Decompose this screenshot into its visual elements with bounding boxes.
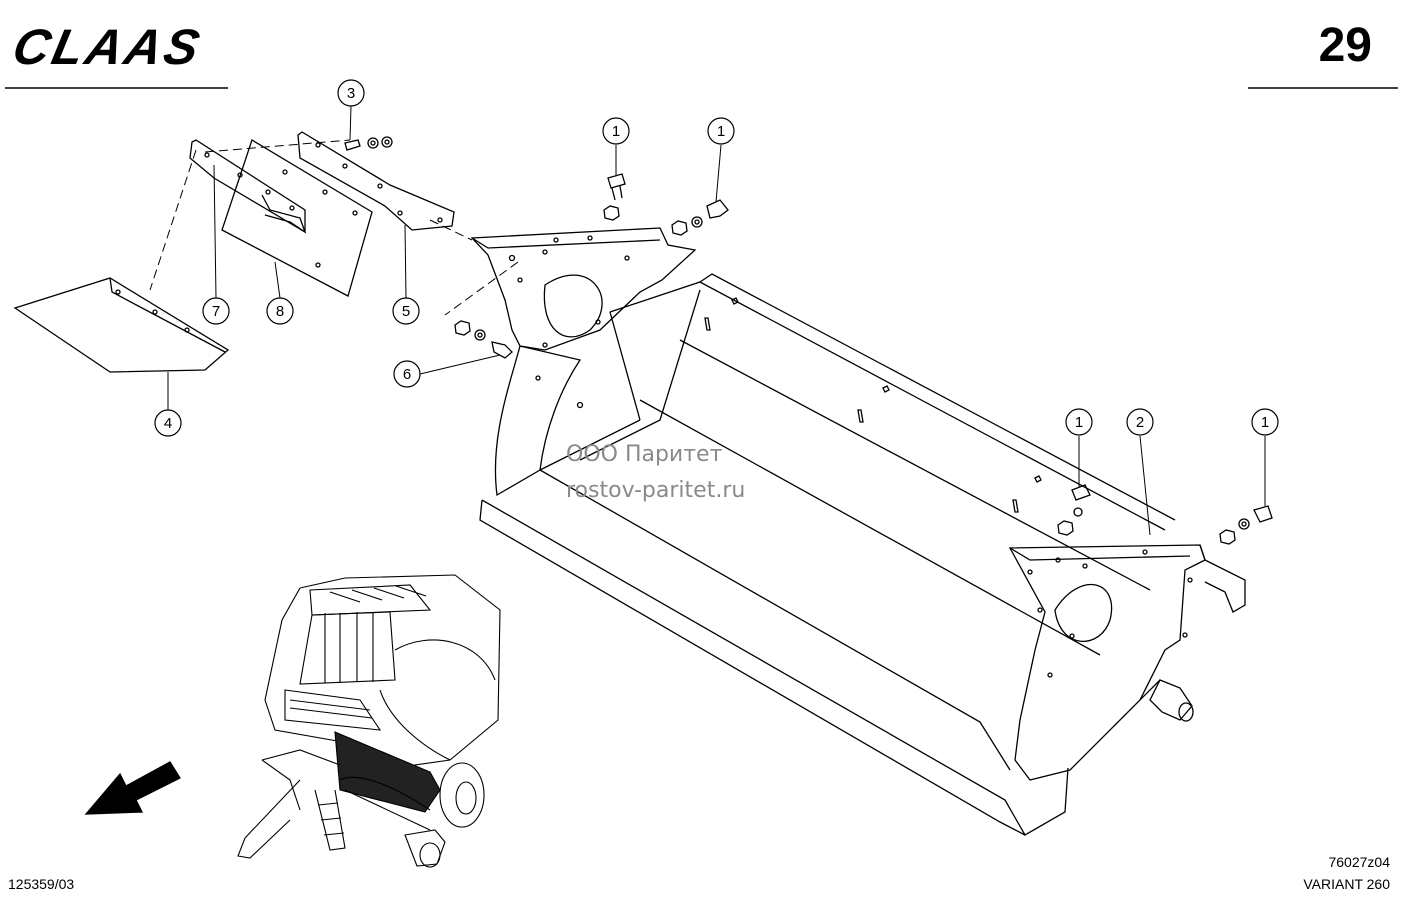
callout-label: 1: [717, 123, 725, 140]
callout-circle-1b: [707, 117, 735, 145]
callout-label: 1: [612, 123, 620, 140]
baler-locator-view: [237, 574, 501, 868]
callout-circle-1c: [1065, 408, 1093, 436]
callout-circles: [154, 79, 1279, 437]
hardware-1-left: [603, 173, 729, 236]
assembly-leaders: [149, 139, 519, 316]
callout-leaders: [167, 105, 1266, 536]
part-4-plate: [13, 277, 230, 373]
page-number: 29: [1318, 19, 1372, 72]
hardware-1-right: [1057, 484, 1273, 545]
hardware-3: [344, 136, 393, 151]
callout-label: 5: [402, 303, 410, 320]
callout-label: 7: [212, 303, 220, 320]
callout-label: 1: [1075, 414, 1083, 431]
drawing-number: 76027z04: [1328, 854, 1390, 870]
callout-circle-7: [202, 297, 230, 325]
document-number: 125359/03: [8, 876, 75, 892]
callout-circle-1a: [602, 117, 630, 145]
callout-label: 3: [347, 85, 355, 102]
direction-arrow-icon: [84, 761, 181, 815]
callout-circle-8: [266, 297, 294, 325]
watermark-company: ООО Паритет: [566, 442, 723, 467]
callout-label: 1: [1261, 414, 1269, 431]
callout-circle-6: [393, 360, 421, 388]
callout-label: 4: [164, 415, 172, 432]
callout-label: 6: [403, 366, 411, 383]
callout-circle-1d: [1251, 408, 1279, 436]
variant-label: VARIANT 260: [1303, 876, 1390, 892]
part-2-chute-housing: [470, 227, 1246, 836]
callout-label: 8: [276, 303, 284, 320]
part-8-plate: [221, 139, 373, 297]
callout-circle-2: [1126, 408, 1154, 436]
callout-label: 2: [1136, 414, 1144, 431]
callout-labels: 3 1 1 7 8 5 6 4 1 2 1: [164, 85, 1269, 432]
callout-circle-4: [154, 409, 182, 437]
callout-circle-3: [337, 79, 365, 107]
callout-circle-5: [392, 297, 420, 325]
hardware-6: [454, 320, 513, 359]
watermark-url: rostov-paritet.ru: [566, 478, 746, 503]
